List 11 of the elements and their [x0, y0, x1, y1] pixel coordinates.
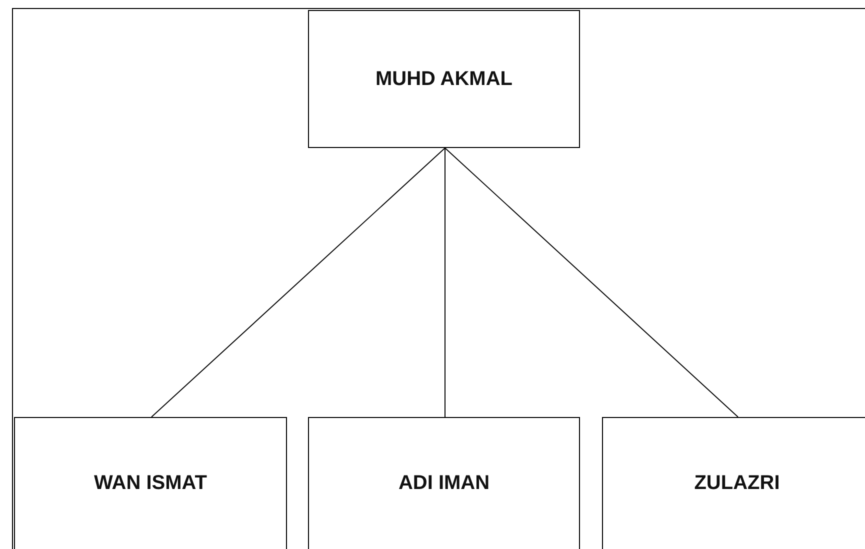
person-name: WAN ISMAT	[94, 471, 207, 496]
name-box	[308, 417, 580, 549]
connector-line	[444, 148, 738, 418]
connector-line	[444, 148, 446, 418]
person-name: MUHD AKMAL	[375, 67, 512, 92]
person-name: ZULAZRI	[694, 471, 780, 496]
connector-line	[151, 148, 446, 418]
name-box	[602, 417, 865, 549]
name-box	[14, 417, 287, 549]
person-name: ADI IMAN	[398, 471, 490, 496]
name-box	[308, 10, 580, 148]
